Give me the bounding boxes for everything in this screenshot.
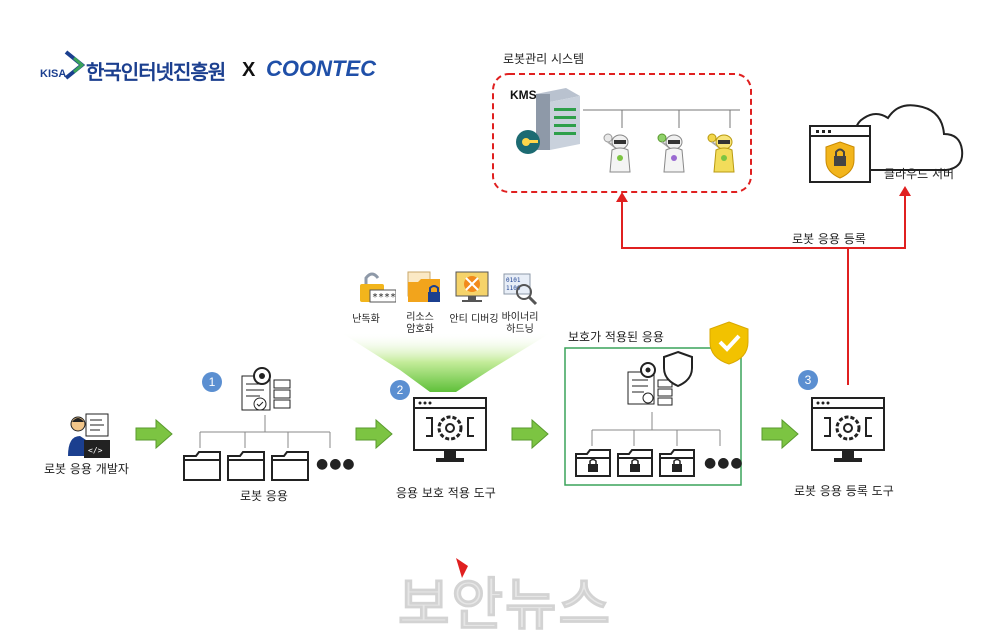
cloud-server-icon [809,104,964,183]
kms-label: KMS [510,88,537,102]
shield-check-icon [709,321,749,365]
robot-app-label: 로봇 응용 [240,489,288,503]
locked-folder-icon [659,449,695,477]
watermark-accent-icon [456,558,468,578]
svg-text:0101: 0101 [506,277,521,284]
technique-label-binary-hardening: 바이너리 하드닝 [501,312,539,335]
register-line-to-kms [621,200,849,385]
developer-label: 로봇 응용 개발자 [44,462,129,476]
robot-icon [603,133,631,173]
technique-label-obfuscation: 난독화 [352,314,380,325]
flow-arrow-4 [761,418,799,450]
locked-folder-icon [575,449,611,477]
protection-funnel [340,332,552,392]
flow-arrow-1 [135,418,173,450]
flow-arrow-2 [355,418,393,450]
kms-server-icon [516,88,580,154]
step-1-badge: 1 [202,372,222,392]
coontec-logo: COONTEC [266,56,376,81]
technique-label-resource-encryption: 리소스 암호화 [406,312,434,335]
watermark: 보안뉴스 [397,573,613,639]
protected-app-document-icon [627,350,693,406]
protected-app-box [564,347,742,486]
locked-folder-icon [617,449,653,477]
binary-search-icon: 0101 1100 [503,273,538,306]
robot-icon [707,133,735,173]
logo-separator: X [242,59,256,81]
more-protected-files-ellipsis: ●●● [704,455,744,471]
kisa-korean-name: 한국인터넷진흥원 [86,60,226,84]
svg-text:</>: </> [88,446,103,455]
register-tool-monitor-icon [811,397,885,462]
app-document-icon [241,367,291,411]
register-arrow-kms [616,192,628,202]
folder-icon [183,451,221,481]
svg-text:1100: 1100 [506,285,521,292]
protected-app-title: 보호가 적용된 응용 [568,330,664,344]
robot-icon [657,133,685,173]
protect-tool-label: 응용 보호 적용 도구 [396,486,496,500]
kisa-logo: KISA 한국인터넷진흥원 [40,50,240,84]
more-files-ellipsis: ●●● [316,456,356,472]
register-label: 로봇 응용 등록 [792,232,866,246]
flow-arrow-3 [511,418,549,450]
register-line-to-cloud [848,194,906,249]
step-3-badge: 3 [798,370,818,390]
folder-icon [227,451,265,481]
developer-icon: </> [68,413,110,458]
register-arrow-cloud [899,186,911,196]
svg-text:****: **** [372,292,396,303]
technique-label-anti-debugging: 안티 디버깅 [449,314,499,325]
kisa-mark-icon [64,50,86,80]
robot-mgmt-title: 로봇관리 시스템 [503,52,585,66]
protect-tool-monitor-icon [413,397,487,462]
folder-icon [271,451,309,481]
folder-lock-icon [407,271,440,302]
kisa-text: KISA [40,68,67,80]
anti-debug-icon [455,271,489,302]
cloud-server-label: 클라우드 서버 [884,167,955,181]
lock-password-icon: **** [360,272,396,303]
register-tool-label: 로봇 응용 등록 도구 [794,484,894,498]
step-2-badge: 2 [390,380,410,400]
